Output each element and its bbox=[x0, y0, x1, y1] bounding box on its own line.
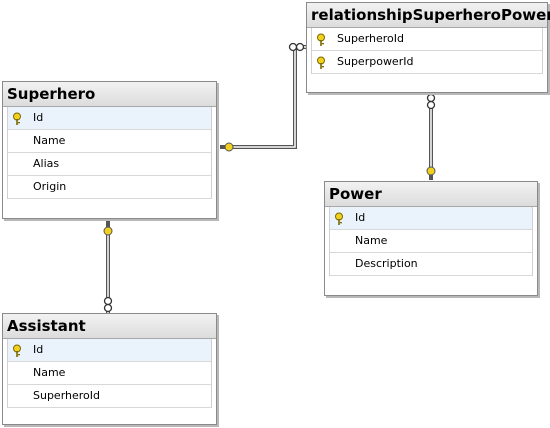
table-title[interactable]: Assistant bbox=[3, 314, 216, 339]
column-row[interactable]: Origin bbox=[8, 176, 211, 199]
column-name: Id bbox=[33, 343, 44, 356]
column-list: Id Name Description bbox=[329, 207, 533, 276]
primary-key-icon bbox=[335, 212, 343, 225]
column-name: Alias bbox=[33, 157, 60, 170]
primary-key-icon bbox=[13, 112, 21, 125]
table-assistant[interactable]: Assistant Id Name SuperheroId bbox=[2, 313, 217, 425]
table-relationship-superhero-power[interactable]: relationshipSuperheroPower SuperheroId S… bbox=[306, 2, 550, 93]
table-title[interactable]: Power bbox=[325, 182, 537, 207]
table-footer bbox=[307, 74, 547, 93]
column-name: SuperpowerId bbox=[337, 55, 414, 68]
column-name: Id bbox=[355, 211, 366, 224]
table-footer bbox=[3, 199, 216, 218]
column-row[interactable]: Name bbox=[8, 362, 211, 385]
column-row[interactable]: Description bbox=[330, 253, 532, 276]
link-superhero-relationship[interactable] bbox=[220, 45, 306, 149]
column-list: Id Name SuperheroId bbox=[7, 339, 212, 408]
infinity-end-icon bbox=[288, 42, 305, 52]
column-row[interactable]: Id bbox=[330, 207, 532, 230]
primary-key-icon bbox=[317, 56, 325, 69]
column-list: SuperheroId SuperpowerId bbox=[311, 28, 543, 74]
column-name: SuperheroId bbox=[33, 389, 101, 402]
column-name: Name bbox=[33, 366, 66, 379]
column-row[interactable]: SuperheroId bbox=[312, 28, 542, 51]
column-row[interactable]: SuperpowerId bbox=[312, 51, 542, 74]
column-name: Id bbox=[33, 111, 44, 124]
infinity-end-icon bbox=[426, 93, 436, 110]
column-row[interactable]: Alias bbox=[8, 153, 211, 176]
column-name: Description bbox=[355, 257, 418, 270]
column-name: SuperheroId bbox=[337, 32, 405, 45]
column-row[interactable]: Name bbox=[8, 130, 211, 153]
primary-key-icon bbox=[317, 33, 325, 46]
table-footer bbox=[325, 276, 537, 295]
table-title[interactable]: Superhero bbox=[3, 82, 216, 107]
column-row[interactable]: Name bbox=[330, 230, 532, 253]
column-row[interactable]: Id bbox=[8, 339, 211, 362]
column-name: Name bbox=[33, 134, 66, 147]
infinity-end-icon bbox=[103, 296, 113, 313]
table-power[interactable]: Power Id Name Description bbox=[324, 181, 538, 296]
table-footer bbox=[3, 408, 216, 427]
column-row[interactable]: SuperheroId bbox=[8, 385, 211, 408]
column-list: Id Name Alias Origin bbox=[7, 107, 212, 199]
key-end-icon bbox=[220, 142, 234, 152]
table-title[interactable]: relationshipSuperheroPower bbox=[307, 3, 550, 28]
primary-key-icon bbox=[13, 344, 21, 357]
table-superhero[interactable]: Superhero Id Name Alias Origin bbox=[2, 81, 217, 219]
column-name: Origin bbox=[33, 180, 67, 193]
column-name: Name bbox=[355, 234, 388, 247]
column-row[interactable]: Id bbox=[8, 107, 211, 130]
key-end-icon bbox=[426, 166, 436, 180]
key-end-icon bbox=[103, 220, 113, 236]
